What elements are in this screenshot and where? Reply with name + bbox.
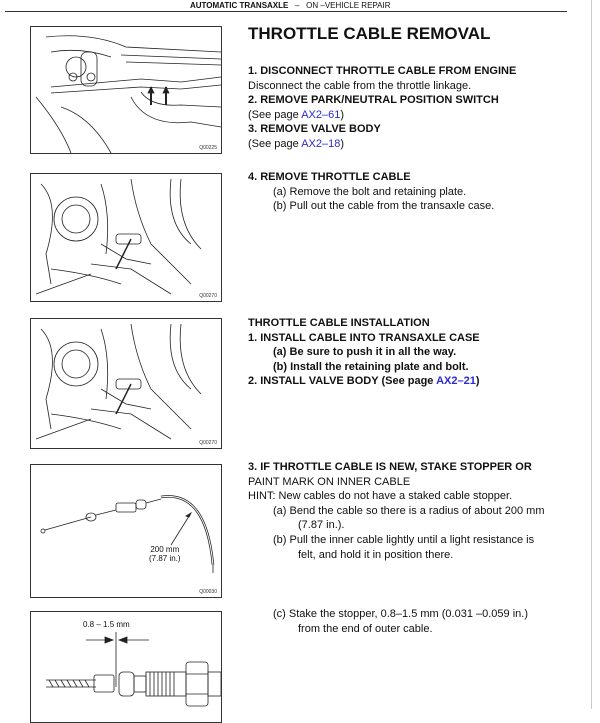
install-step-3: 3. IF THROTTLE CABLE IS NEW, STAKE STOPP… <box>248 461 532 473</box>
radius-label: 200 mm (7.87 in.) <box>149 545 181 563</box>
removal-step-2-ref: (See page AX2–61) <box>248 108 516 123</box>
install-step-3b: (b) Pull the inner cable lightly until a… <box>273 533 535 546</box>
ref-suffix: ) <box>340 108 345 121</box>
figure-code: Q00270 <box>199 440 217 446</box>
transaxle-case-drawing <box>35 178 202 295</box>
removal-step-4-block: 4. REMOVE THROTTLE CABLE (a) Remove the … <box>248 170 494 214</box>
removal-step-4a: (a) Remove the bolt and retaining plate. <box>273 185 467 198</box>
figure-remove-cable: Q00270 <box>30 173 222 302</box>
figure-disconnect-cable: Q00225 <box>30 26 222 154</box>
removal-step-4b: (b) Pull out the cable from the transaxl… <box>273 200 495 213</box>
cable-radius-drawing <box>40 495 215 573</box>
install-step-3a-cont: (7.87 in.). <box>298 519 345 532</box>
figure-code: Q00030 <box>199 589 217 595</box>
engine-linkage-drawing <box>35 35 221 153</box>
installation-block: THROTTLE CABLE INSTALLATION 1. INSTALL C… <box>248 316 480 389</box>
ref-prefix: (See page <box>248 137 302 150</box>
header-separator: – <box>295 1 300 10</box>
radius-in: (7.87 in.) <box>149 554 181 563</box>
figure-bend-cable: 200 mm (7.87 in.) Q00030 <box>30 464 222 598</box>
header-rule <box>5 11 567 12</box>
header-subsection: ON –VEHICLE REPAIR <box>306 1 391 10</box>
removal-steps: 1. DISCONNECT THROTTLE CABLE FROM ENGINE… <box>248 64 516 152</box>
page-title: THROTTLE CABLE REMOVAL <box>248 24 491 43</box>
install-step-3b-cont: felt, and hold it in position there. <box>298 548 454 561</box>
page-header: AUTOMATIC TRANSAXLE – ON –VEHICLE REPAIR <box>190 1 391 10</box>
transaxle-case-drawing <box>35 323 202 440</box>
figure-code: Q00225 <box>199 145 217 151</box>
install-step-1: 1. INSTALL CABLE INTO TRANSAXLE CASE <box>248 331 480 344</box>
ref-prefix: 2. INSTALL VALVE BODY (See page <box>248 375 437 388</box>
install-step-3a: (a) Bend the cable so there is a radius … <box>273 504 545 517</box>
install-step-3c-cont: from the end of outer cable. <box>298 622 433 635</box>
installation-heading: THROTTLE CABLE INSTALLATION <box>248 317 430 329</box>
radius-mm: 200 mm <box>150 545 180 554</box>
removal-step-1: 1. DISCONNECT THROTTLE CABLE FROM ENGINE <box>248 65 517 77</box>
ref-suffix: ) <box>475 375 480 388</box>
figure-install-cable: Q00270 <box>30 318 222 449</box>
removal-step-3-ref: (See page AX2–18) <box>248 137 516 152</box>
install-step-2: 2. INSTALL VALVE BODY (See page AX2–21) <box>248 374 480 389</box>
removal-step-3: 3. REMOVE VALVE BODY <box>248 123 381 136</box>
link-ax2-21[interactable]: AX2–21 <box>436 375 476 388</box>
install-step-1b: (b) Install the retaining plate and bolt… <box>273 360 469 373</box>
link-ax2-61[interactable]: AX2–61 <box>301 108 341 121</box>
removal-step-2: 2. REMOVE PARK/NEUTRAL POSITION SWITCH <box>248 94 499 107</box>
install-step-3-cont: PAINT MARK ON INNER CABLE <box>248 475 411 488</box>
link-ax2-18[interactable]: AX2–18 <box>301 137 341 150</box>
install-step-3c-block: (c) Stake the stopper, 0.8–1.5 mm (0.031… <box>248 607 528 636</box>
page-edge <box>591 0 592 709</box>
ref-prefix: (See page <box>248 108 302 121</box>
install-step-1a: (a) Be sure to push it in all the way. <box>273 346 457 359</box>
install-step-3c: (c) Stake the stopper, 0.8–1.5 mm (0.031… <box>273 608 528 620</box>
install-step-3-block: 3. IF THROTTLE CABLE IS NEW, STAKE STOPP… <box>248 460 545 562</box>
gap-label: 0.8 – 1.5 mm <box>83 620 130 629</box>
hint: HINT: New cables do not have a staked ca… <box>248 490 513 503</box>
ref-suffix: ) <box>340 137 345 150</box>
stopper-gap-drawing <box>46 632 221 707</box>
figure-stake-stopper: 0.8 – 1.5 mm <box>30 611 222 723</box>
removal-step-4: 4. REMOVE THROTTLE CABLE <box>248 171 411 183</box>
header-section: AUTOMATIC TRANSAXLE <box>190 1 289 10</box>
removal-step-1-text: Disconnect the cable from the throttle l… <box>248 79 472 92</box>
figure-code: Q00270 <box>199 293 217 299</box>
